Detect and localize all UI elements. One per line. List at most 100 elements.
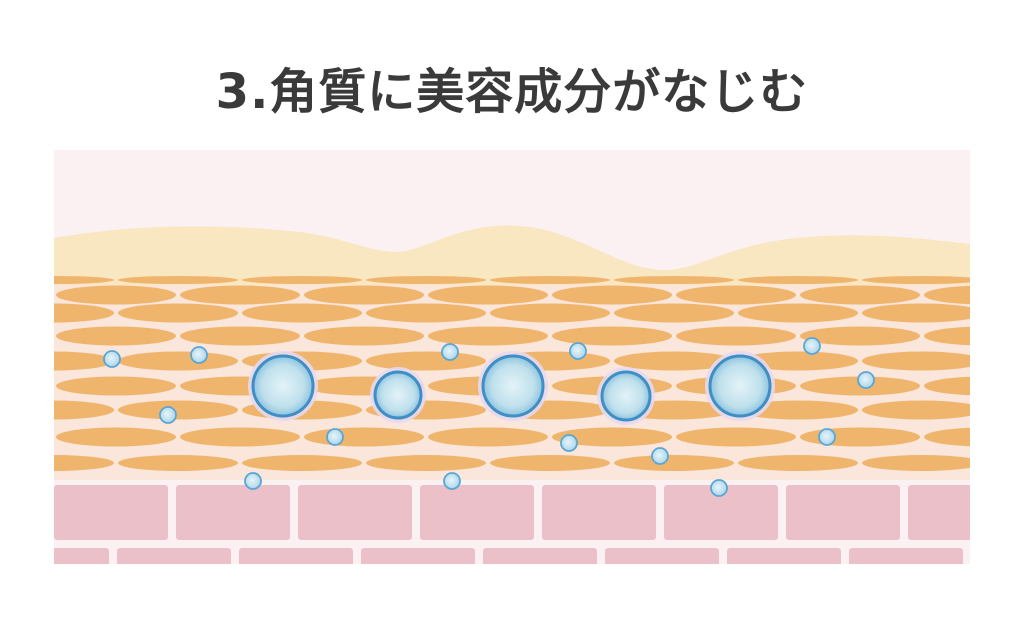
basal-cell	[361, 548, 475, 564]
small-droplet-icon	[326, 428, 344, 446]
small-droplet-icon	[441, 343, 459, 361]
basal-cell	[239, 548, 353, 564]
small-droplet-icon	[818, 428, 836, 446]
keratin-cell	[614, 276, 734, 284]
basal-cell	[542, 485, 656, 540]
small-droplet-icon	[244, 472, 262, 490]
keratin-cell	[304, 427, 424, 447]
keratin-cell	[800, 427, 920, 447]
small-droplet-icon	[651, 447, 669, 465]
keratin-cell	[304, 326, 424, 346]
keratin-cell	[862, 303, 970, 323]
small-droplet-icon	[159, 406, 177, 424]
keratin-cell	[0, 377, 52, 396]
keratin-cell	[862, 276, 970, 284]
basal-cell	[420, 485, 534, 540]
keratin-cell	[118, 351, 238, 371]
keratin-cell	[800, 285, 920, 305]
keratin-cell	[56, 326, 176, 346]
keratin-cell	[676, 326, 796, 346]
keratin-cell	[428, 427, 548, 447]
keratin-cell	[54, 276, 114, 284]
keratin-cell	[428, 326, 548, 346]
basal-cell	[971, 548, 1024, 570]
keratin-cell	[614, 303, 734, 323]
keratin-cell	[180, 326, 300, 346]
keratin-cell	[614, 455, 734, 471]
small-droplet-icon	[190, 346, 208, 364]
keratin-cell	[180, 285, 300, 305]
basal-cell	[786, 485, 900, 540]
keratin-cell	[304, 285, 424, 305]
keratin-cell	[54, 303, 114, 323]
keratin-cell	[428, 285, 548, 305]
keratin-cell	[56, 376, 176, 396]
large-droplet-icon	[600, 370, 652, 422]
keratin-cell	[366, 455, 486, 471]
skin-surface-layer	[54, 225, 970, 285]
keratin-cell	[862, 455, 970, 471]
keratin-cell	[552, 285, 672, 305]
keratin-cell	[924, 376, 970, 396]
keratin-cell	[180, 427, 300, 447]
keratin-cell	[0, 428, 52, 447]
keratin-cell	[118, 276, 238, 284]
small-droplet-icon	[443, 472, 461, 490]
basal-cell	[483, 548, 597, 564]
keratin-cell	[366, 351, 486, 371]
small-droplet-icon	[560, 434, 578, 452]
keratin-cell	[56, 427, 176, 447]
keratin-cell	[242, 303, 362, 323]
keratin-cells	[0, 276, 970, 471]
keratin-cell	[56, 285, 176, 305]
beauty-ingredient-droplets	[103, 337, 875, 497]
keratin-cell	[490, 303, 610, 323]
keratin-cell	[118, 303, 238, 323]
keratin-cell	[366, 303, 486, 323]
small-droplet-icon	[103, 350, 121, 368]
keratin-cell	[118, 455, 238, 471]
page-title: 3.角質に美容成分がなじむ	[215, 64, 809, 120]
large-droplet-icon	[708, 354, 772, 418]
keratin-cell	[366, 276, 486, 284]
keratin-cell	[118, 400, 238, 420]
keratin-cell	[242, 455, 362, 471]
basal-cells	[54, 485, 1024, 570]
keratin-cell	[738, 455, 858, 471]
basal-cell	[727, 548, 841, 564]
keratin-cell	[490, 455, 610, 471]
keratin-cell	[738, 303, 858, 323]
basal-cell	[117, 548, 231, 564]
keratin-cell	[552, 326, 672, 346]
keratin-cell	[54, 455, 114, 471]
keratin-cell	[924, 326, 970, 346]
keratin-cell	[552, 427, 672, 447]
small-droplet-icon	[710, 479, 728, 497]
basal-cell	[908, 485, 970, 540]
keratin-cell	[676, 285, 796, 305]
basal-cell	[176, 485, 290, 540]
large-droplet-icon	[251, 354, 315, 418]
keratin-cell	[862, 351, 970, 371]
keratin-cell	[54, 351, 114, 371]
keratin-cell	[54, 400, 114, 420]
basal-cell	[605, 548, 719, 564]
keratin-cell	[490, 276, 610, 284]
keratin-cell	[738, 276, 858, 284]
basal-cell	[849, 548, 963, 564]
keratin-cell	[800, 326, 920, 346]
keratin-cell	[614, 351, 734, 371]
keratin-cell	[924, 285, 970, 305]
keratin-cell	[0, 286, 52, 305]
small-droplet-icon	[803, 337, 821, 355]
basal-cell	[54, 485, 168, 540]
keratin-cell	[676, 427, 796, 447]
keratin-cell	[0, 327, 52, 346]
keratin-cell	[862, 400, 970, 420]
large-droplet-icon	[373, 370, 423, 420]
basal-cell	[298, 485, 412, 540]
large-droplet-icon	[481, 354, 545, 418]
keratin-cell	[924, 427, 970, 447]
basal-cell	[54, 548, 109, 564]
